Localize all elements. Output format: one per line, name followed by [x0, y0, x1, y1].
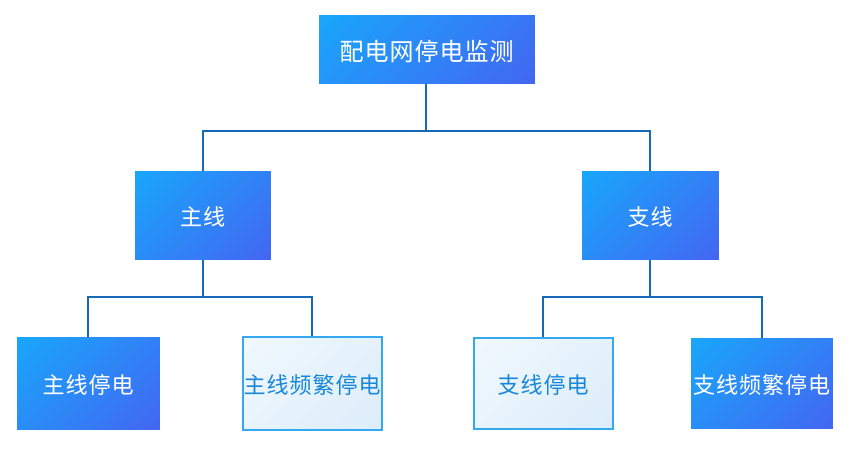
connector-drop-main-outage — [87, 296, 89, 338]
node-main-line[interactable]: 主线 — [135, 171, 271, 260]
connector-root-drop — [425, 84, 427, 131]
node-main-line-frequent-outage[interactable]: 主线频繁停电 — [242, 336, 383, 431]
connector-drop-branch-line — [649, 130, 651, 172]
connector-level1-bus — [202, 130, 651, 132]
connector-main-line-drop — [202, 259, 204, 298]
node-branch-line-outage[interactable]: 支线停电 — [473, 337, 614, 430]
node-root[interactable]: 配电网停电监测 — [319, 15, 535, 84]
connector-drop-main-line — [202, 130, 204, 172]
connector-drop-branch-outage — [542, 296, 544, 338]
node-branch-line-frequent-outage[interactable]: 支线频繁停电 — [691, 338, 833, 429]
connector-branch-bus — [542, 296, 763, 298]
connector-branch-line-drop — [649, 259, 651, 298]
connector-main-bus — [87, 296, 313, 298]
connector-drop-main-frequent — [311, 296, 313, 337]
node-main-line-outage[interactable]: 主线停电 — [17, 337, 160, 430]
node-branch-line[interactable]: 支线 — [582, 171, 719, 260]
connector-drop-branch-frequent — [761, 296, 763, 339]
